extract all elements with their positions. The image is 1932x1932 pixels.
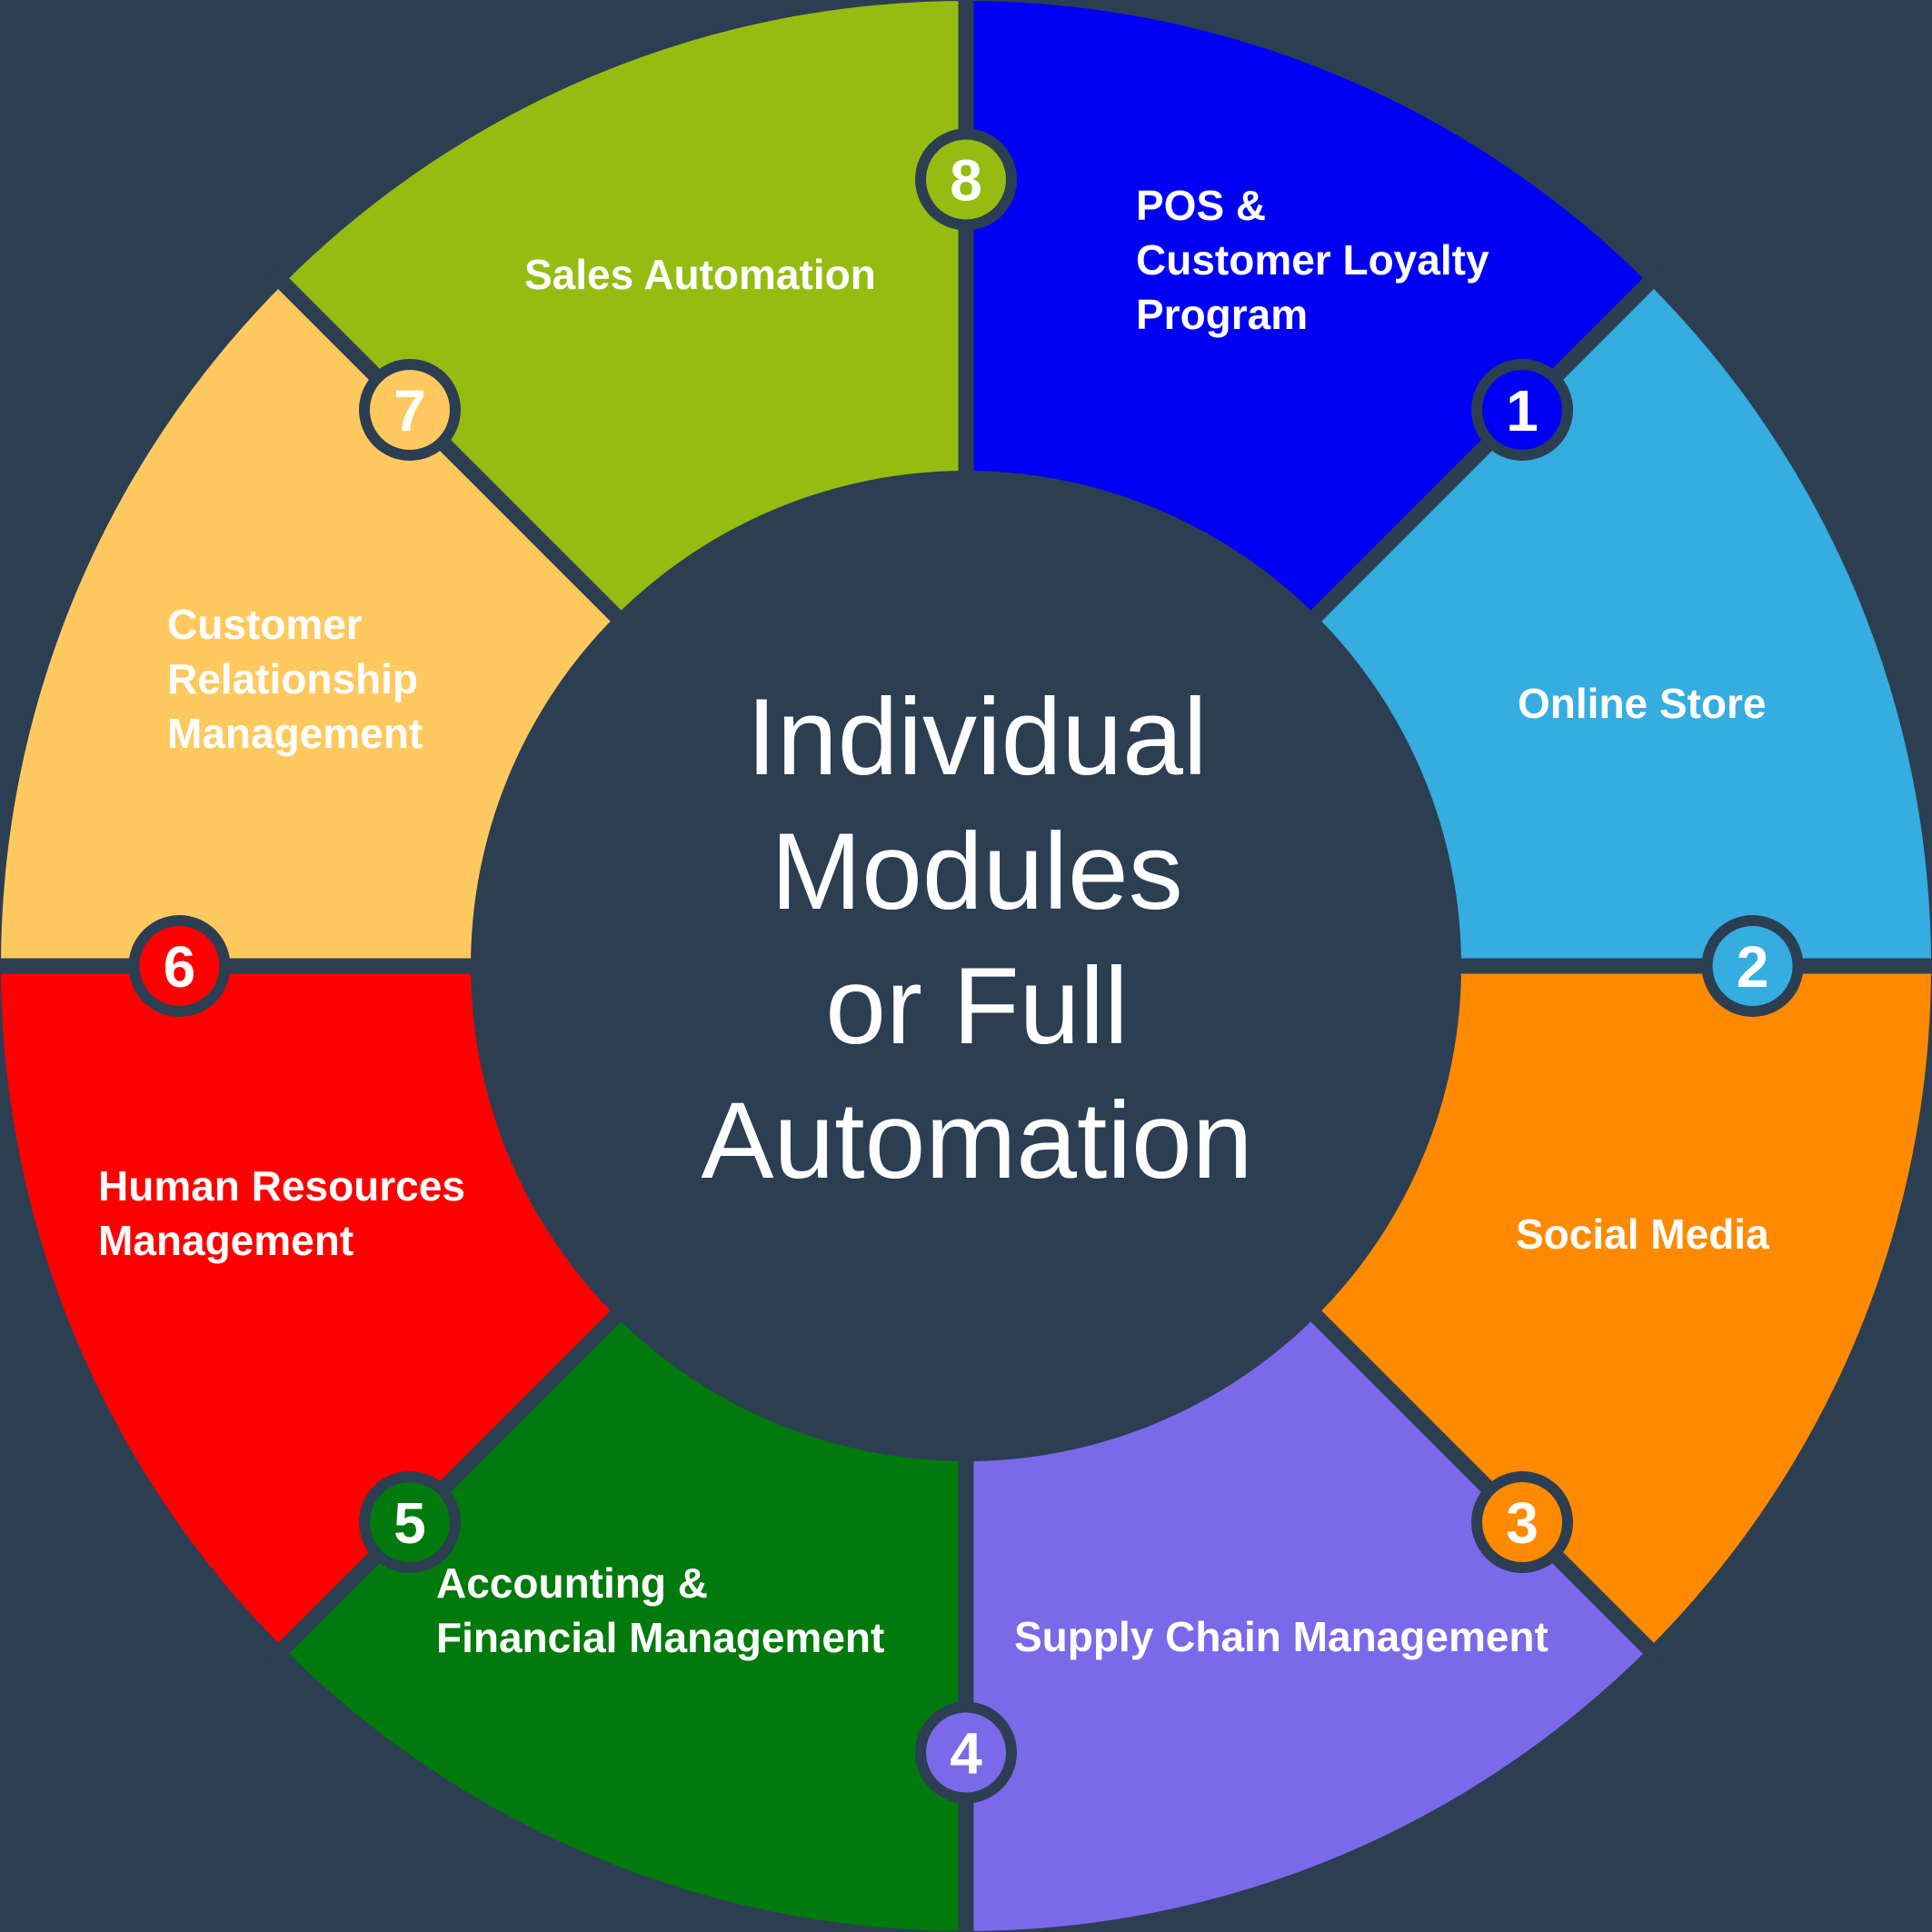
center-title-line-2: Modules	[771, 811, 1183, 932]
badge-7-number: 7	[393, 378, 426, 443]
segment-1-label-line-3: Program	[1136, 291, 1308, 338]
segment-7-label-line-3: Management	[167, 710, 423, 757]
segment-5	[284, 1300, 966, 1931]
badge-8	[926, 139, 1006, 220]
badge-6	[139, 926, 220, 1006]
segment-5-label-line-2: Financial Management	[436, 1614, 884, 1661]
badge-5-number: 5	[393, 1490, 426, 1556]
badge-4-number: 4	[950, 1721, 982, 1787]
segment-6	[1, 966, 632, 1648]
separator-8	[264, 264, 676, 676]
segment-8-label-line-1: Sales Automation	[524, 251, 876, 298]
segment-7-label-line-2: Relationship	[167, 655, 418, 702]
segment-4	[966, 1300, 1648, 1931]
center-hub: Individual Modules or Full Automation	[471, 471, 1461, 1461]
badge-2-number: 2	[1737, 934, 1769, 1000]
badge-3	[1482, 1482, 1563, 1563]
segment-6-label-line-2: Management	[98, 1217, 354, 1264]
number-badges: 1 2 3 4 5 6 7 8	[128, 128, 1804, 1804]
segment-2	[1300, 284, 1931, 966]
center-title-line-3: or Full	[825, 945, 1128, 1067]
center-hub-disc	[471, 471, 1461, 1461]
separator-4	[1256, 1256, 1668, 1668]
segment-8	[284, 1, 966, 632]
segment-1-label-line-1: POS &	[1136, 182, 1266, 229]
segment-4-label-line-1: Supply Chain Management	[1014, 1613, 1549, 1660]
badge-6-number: 6	[164, 934, 196, 1000]
badge-3-number: 3	[1506, 1490, 1539, 1556]
badge-8-number: 8	[950, 147, 982, 213]
segment-2-label-line-1: Online Store	[1518, 680, 1766, 727]
segment-7	[1, 284, 632, 966]
segment-1-label-line-2: Customer Loyalty	[1136, 236, 1489, 284]
segment-1	[966, 1, 1648, 632]
separator-6	[264, 1256, 676, 1668]
badge-4	[926, 1712, 1006, 1793]
segment-5-label-line-1: Accounting &	[436, 1559, 708, 1607]
segment-3-label-line-1: Social Media	[1516, 1210, 1769, 1258]
segment-3	[1300, 966, 1931, 1648]
badge-1	[1482, 369, 1563, 450]
badge-1-number: 1	[1506, 378, 1539, 443]
separator-2	[1256, 264, 1668, 676]
segment-7-label-line-1: Customer	[167, 601, 363, 648]
center-title-line-4: Automation	[701, 1080, 1252, 1201]
center-title-line-1: Individual	[746, 676, 1207, 798]
badge-5	[369, 1482, 450, 1563]
segment-6-label-line-1: Human Resources	[98, 1162, 465, 1210]
badge-2	[1712, 926, 1793, 1006]
badge-7	[369, 369, 450, 450]
